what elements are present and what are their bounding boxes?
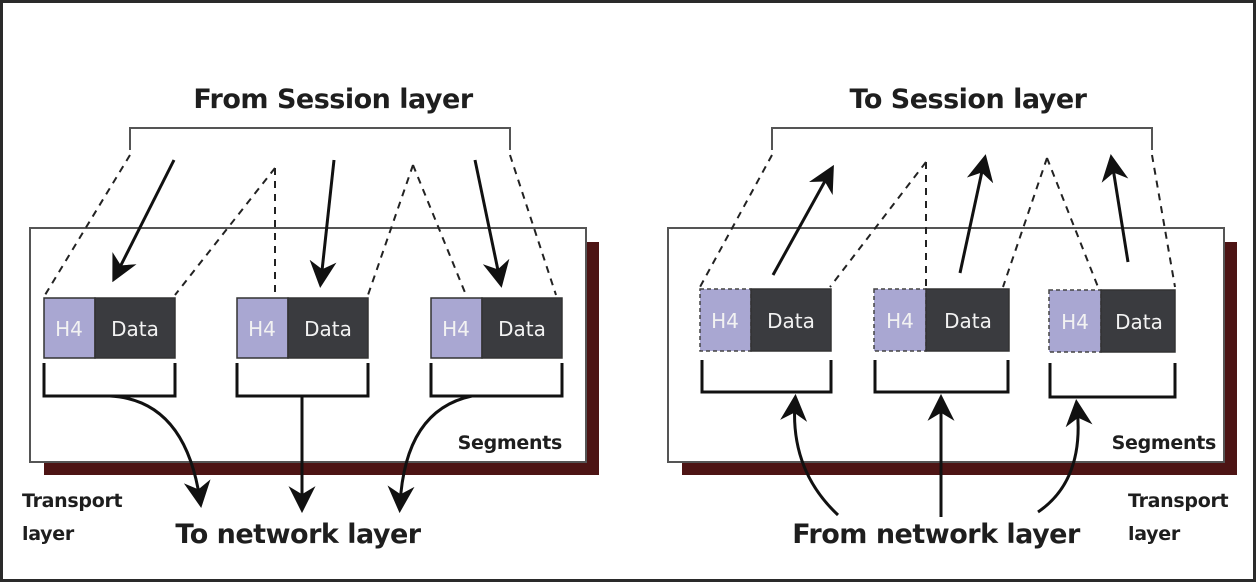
segment-bracket — [700, 360, 833, 394]
data-cell — [925, 288, 1010, 352]
header-label: H4 — [55, 317, 83, 341]
right-up-arrows — [771, 154, 1130, 276]
header-cell — [700, 289, 751, 351]
segment-bracket — [1048, 363, 1177, 399]
right-segment-3: H4 Data — [1048, 289, 1177, 399]
left-segment-1: H4 Data — [42, 297, 177, 398]
data-label: Data — [304, 317, 352, 341]
data-label: Data — [767, 309, 815, 333]
header-label: H4 — [248, 317, 276, 341]
right-segments-label: Segments — [1112, 432, 1216, 454]
left-down-arrows — [112, 159, 510, 289]
header-label: H4 — [711, 309, 739, 333]
left-network-arrows — [109, 394, 473, 514]
data-label: Data — [944, 309, 992, 333]
curved-arrow-up-icon — [1037, 398, 1093, 514]
data-cell — [94, 297, 176, 359]
data-label: Data — [1115, 310, 1163, 334]
right-layer-label-1: Transport — [1128, 490, 1229, 512]
right-bottom-label: From network layer — [792, 519, 1081, 550]
left-layer-label-1: Transport — [22, 490, 123, 512]
arrow-up-icon — [958, 154, 994, 274]
header-label: H4 — [1061, 310, 1089, 334]
left-top-bracket — [129, 127, 511, 150]
left-bottom-label: To network layer — [175, 519, 421, 550]
left-layer-label-2: layer — [22, 523, 75, 545]
data-cell — [287, 297, 369, 359]
left-segment-2: H4 Data — [235, 297, 370, 398]
data-cell — [750, 288, 832, 352]
arrow-up-icon — [1101, 154, 1130, 263]
data-label: Data — [111, 317, 159, 341]
data-cell — [481, 297, 563, 359]
right-layer-label-2: layer — [1128, 523, 1181, 545]
header-cell — [430, 297, 483, 359]
data-label: Data — [498, 317, 546, 341]
left-segment-3: H4 Data — [429, 297, 564, 398]
header-label: H4 — [886, 309, 914, 333]
header-cell — [874, 289, 926, 351]
right-segment-1: H4 Data — [699, 288, 833, 394]
arrow-up-icon — [771, 164, 834, 276]
header-cell — [1049, 290, 1101, 352]
left-title: From Session layer — [193, 84, 473, 115]
arrow-down-icon — [112, 159, 176, 283]
segment-bracket — [42, 363, 177, 398]
segment-bracket — [429, 363, 564, 398]
right-top-bracket — [771, 127, 1153, 150]
left-panel: From Session layer H4 Data — [22, 84, 599, 550]
left-segments-label: Segments — [458, 432, 562, 454]
header-cell-dashed-border — [873, 288, 927, 352]
arrow-down-icon — [309, 159, 337, 289]
segment-bracket — [873, 360, 1010, 394]
header-cell-dashed-border — [1048, 289, 1102, 353]
header-label: H4 — [442, 317, 470, 341]
left-guide-lines — [44, 154, 557, 296]
right-title: To Session layer — [850, 84, 1088, 115]
curved-arrow-down-icon — [387, 394, 473, 514]
right-guide-lines — [699, 154, 1176, 288]
header-cell — [236, 297, 289, 359]
right-network-arrows — [780, 393, 1093, 517]
right-panel: To Session layer H4 Data — [667, 84, 1237, 550]
curved-arrow-down-icon — [109, 394, 211, 509]
data-cell — [1100, 289, 1176, 353]
curved-arrow-up-icon — [780, 393, 840, 517]
right-segment-2: H4 Data — [873, 288, 1010, 394]
arrow-down-icon — [473, 159, 510, 288]
